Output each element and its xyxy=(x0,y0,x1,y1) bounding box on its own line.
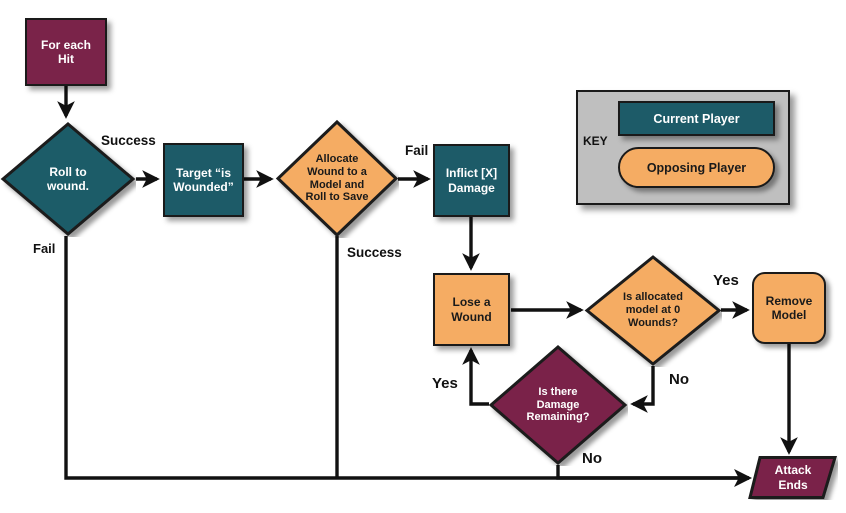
node-model-at-zero-wounds-label: Is allocated model at 0 Wounds? xyxy=(623,291,683,329)
edge-damage-to-lose xyxy=(462,347,489,406)
key-item-current-player: Current Player xyxy=(618,101,775,136)
edge-label-fail-wound: Fail xyxy=(33,241,56,256)
node-remove-model-label: Remove Model xyxy=(765,293,813,322)
node-damage-remaining-label: Is there Damage Remaining? xyxy=(526,385,590,424)
edge-label-no-attack-ends: No xyxy=(582,450,602,467)
node-inflict-damage-label: Inflict [X] Damage xyxy=(445,166,498,195)
node-damage-remaining[interactable]: Is there Damage Remaining? xyxy=(488,344,628,466)
node-inflict-damage[interactable]: Inflict [X] Damage xyxy=(433,144,510,217)
key-panel: Current Player Opposing Player xyxy=(576,90,790,205)
node-attack-ends-label: Attack Ends xyxy=(774,463,812,492)
key-item-current-player-label: Current Player xyxy=(653,111,740,126)
key-title: KEY xyxy=(583,134,608,148)
node-roll-to-wound-label: Roll to wound. xyxy=(47,164,89,193)
node-roll-to-wound[interactable]: Roll to wound. xyxy=(0,121,136,237)
edge-label-success-save: Success xyxy=(347,245,402,260)
node-lose-a-wound-label: Lose a Wound xyxy=(451,295,492,324)
node-target-is-wounded-label: Target “is Wounded” xyxy=(173,165,234,194)
key-item-opposing-player: Opposing Player xyxy=(618,147,775,188)
parallelogram-shape xyxy=(748,456,838,499)
node-attack-ends[interactable]: Attack Ends xyxy=(748,455,838,500)
edge-label-success-wound: Success xyxy=(101,133,156,148)
edge-label-yes-lose-wound: Yes xyxy=(432,375,458,392)
node-for-each-hit[interactable]: For each Hit xyxy=(25,18,107,86)
node-allocate-wound-label: Allocate Wound to a Model and Roll to Sa… xyxy=(305,152,369,204)
edge-zero-to-damage xyxy=(630,366,655,413)
edge-label-yes-remove: Yes xyxy=(713,272,739,289)
node-lose-a-wound[interactable]: Lose a Wound xyxy=(433,273,510,346)
key-item-opposing-player-label: Opposing Player xyxy=(646,160,747,175)
node-for-each-hit-label: For each Hit xyxy=(40,37,91,66)
diamond-shape xyxy=(0,122,136,236)
edge-label-no-to-damage: No xyxy=(669,371,689,388)
node-target-is-wounded[interactable]: Target “is Wounded” xyxy=(163,143,244,217)
edge-label-fail-save: Fail xyxy=(405,143,429,158)
diamond-shape xyxy=(275,119,399,238)
node-remove-model[interactable]: Remove Model xyxy=(752,272,826,344)
node-allocate-wound[interactable]: Allocate Wound to a Model and Roll to Sa… xyxy=(275,119,399,238)
